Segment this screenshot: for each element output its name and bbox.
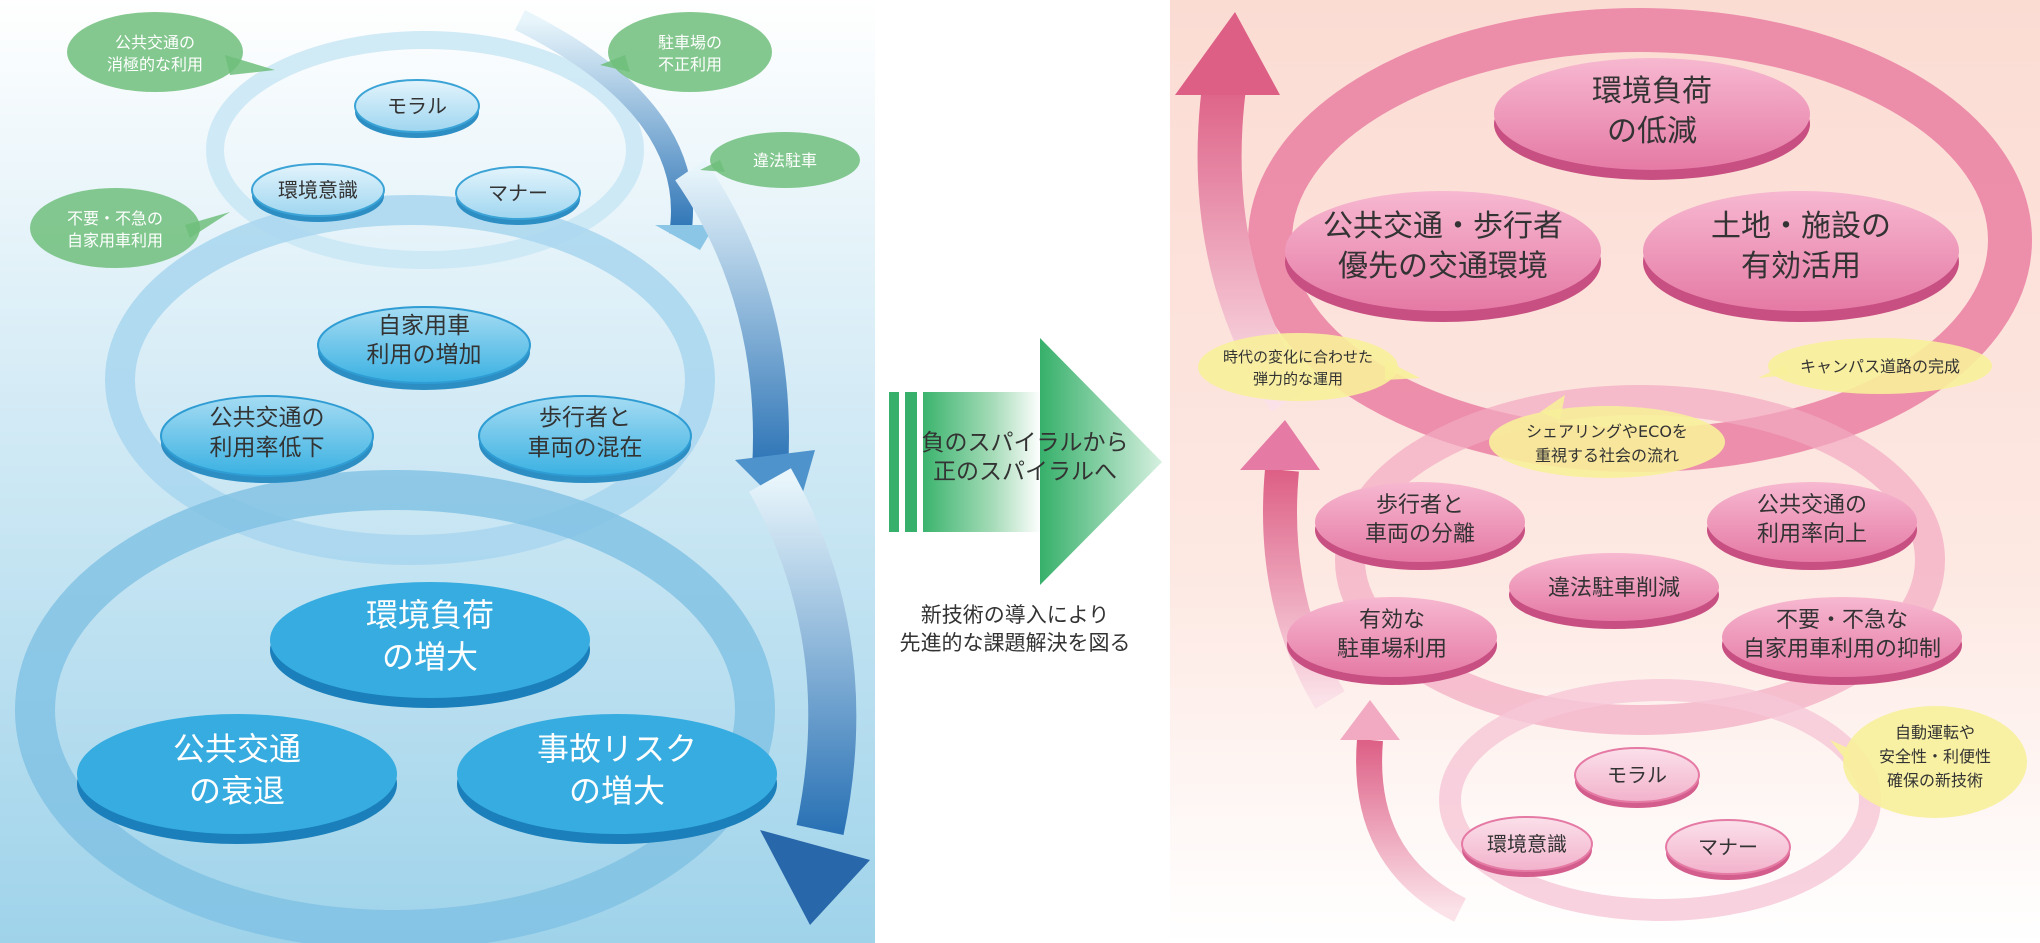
oval-separation-line2: 車両の分離: [1365, 522, 1475, 547]
callout-campus-road: キャンパス道路の完成: [1758, 338, 1992, 394]
spiral-arrow-bottom: [749, 468, 857, 835]
callout-passive-transit-line2: 消極的な利用: [107, 55, 203, 74]
oval-effective-parking-line2: 駐車場利用: [1337, 637, 1447, 662]
callout-unnecessary-car-line1: 不要・不急の: [67, 209, 163, 228]
transition-arrow-line2: 正のスパイラルへ: [933, 459, 1117, 485]
oval-mixed-line2: 車両の混在: [528, 435, 643, 461]
positive-arrowhead-middle: [1240, 420, 1320, 470]
bottom-spiral-ring: [15, 470, 775, 943]
oval-environment-negative: 環境意識: [251, 163, 385, 222]
oval-accident-line2: の増大: [569, 772, 665, 810]
spiral-arrowhead-bottom: [760, 830, 870, 925]
oval-moral-positive: モラル: [1574, 747, 1700, 808]
oval-moral-positive-text: モラル: [1607, 763, 1667, 787]
oval-mixed-line1: 歩行者と: [539, 405, 631, 431]
top-spiral-ring: [206, 31, 644, 269]
oval-land-use-line1: 土地・施設の: [1711, 209, 1891, 244]
oval-pedestrian-priority-line1: 公共交通・歩行者: [1323, 209, 1563, 244]
oval-accident-risk: 事故リスク の増大: [457, 714, 777, 844]
oval-moral-negative-text: モラル: [387, 94, 447, 118]
callout-illegal-parking-line1: 違法駐車: [753, 151, 817, 170]
oval-transit-decline-line2: 利用率低下: [210, 435, 325, 461]
oval-manner-positive: マナー: [1665, 819, 1791, 880]
transition-caption-line2: 先進的な課題解決を図る: [900, 631, 1131, 655]
callout-new-tech-line2: 安全性・利便性: [1879, 747, 1991, 766]
oval-land-use: 土地・施設の 有効活用: [1643, 191, 1959, 322]
oval-env-reduce-line1: 環境負荷: [1592, 74, 1712, 109]
callout-new-tech-line3: 確保の新技術: [1887, 771, 1983, 790]
oval-transit-recession-line1: 公共交通: [173, 730, 301, 768]
oval-car-increase-line1: 自家用車: [378, 313, 470, 339]
callout-illegal-parking-use: 駐車場の 不正利用: [600, 12, 772, 92]
oval-env-load-line2: の増大: [382, 638, 478, 676]
oval-env-load-increase: 環境負荷 の増大: [270, 582, 590, 708]
oval-transit-recession-line2: の衰退: [189, 772, 285, 810]
callout-flexible-line2: 弾力的な運用: [1253, 370, 1343, 388]
oval-transit-up-line2: 利用率向上: [1757, 522, 1867, 547]
callout-sharing-line2: 重視する社会の流れ: [1535, 446, 1679, 465]
oval-separation-line1: 歩行者と: [1376, 493, 1464, 518]
oval-environment-negative-text: 環境意識: [278, 178, 358, 202]
oval-car-increase-line2: 利用の増加: [367, 342, 482, 368]
positive-arrowhead-top: [1175, 12, 1280, 95]
oval-transit-decline-line1: 公共交通の: [210, 405, 325, 431]
oval-car-suppress-line1: 不要・不急な: [1776, 608, 1908, 633]
transition-arrow-line1: 負のスパイラルから: [922, 430, 1129, 456]
callout-flexible: 時代の変化に合わせた 弾力的な運用: [1198, 333, 1420, 401]
oval-moral-negative: モラル: [354, 79, 480, 138]
oval-car-suppress: 不要・不急な 自家用車利用の抑制: [1722, 597, 1962, 685]
oval-separation: 歩行者と 車両の分離: [1315, 482, 1525, 570]
oval-effective-parking-line1: 有効な: [1359, 608, 1425, 633]
callout-campus-road-line1: キャンパス道路の完成: [1800, 357, 1960, 376]
oval-effective-parking: 有効な 駐車場利用: [1287, 597, 1497, 685]
callout-flexible-line1: 時代の変化に合わせた: [1223, 348, 1373, 366]
oval-environment-positive: 環境意識: [1461, 816, 1593, 877]
oval-pedestrian-priority-line2: 優先の交通環境: [1338, 249, 1548, 284]
oval-transit-up-line1: 公共交通の: [1757, 493, 1867, 518]
positive-arrow-middle: [1263, 468, 1345, 709]
transition-caption-line1: 新技術の導入により: [921, 603, 1110, 627]
oval-pedestrian-priority: 公共交通・歩行者 優先の交通環境: [1285, 191, 1601, 322]
positive-arrowhead-bottom: [1340, 700, 1400, 740]
oval-env-reduce-line2: の低減: [1607, 114, 1697, 149]
positive-middle-ring: [1335, 385, 1945, 735]
callout-sharing: シェアリングやECOを 重視する社会の流れ: [1489, 395, 1725, 478]
oval-manner-negative-text: マナー: [488, 181, 548, 205]
oval-manner-positive-text: マナー: [1698, 835, 1758, 859]
callout-illegal-parking: 違法駐車: [700, 132, 860, 188]
spiral-arrowhead-top: [655, 225, 715, 250]
oval-transit-up: 公共交通の 利用率向上: [1707, 482, 1917, 570]
spiral-arrow-middle: [675, 159, 789, 472]
callout-passive-transit-line1: 公共交通の: [115, 33, 195, 52]
oval-env-load-line1: 環境負荷: [366, 596, 494, 634]
callout-passive-transit: 公共交通の 消極的な利用: [67, 12, 275, 92]
oval-car-suppress-line2: 自家用車利用の抑制: [1743, 637, 1941, 662]
callout-sharing-line1: シェアリングやECOを: [1526, 422, 1688, 441]
oval-env-reduce: 環境負荷 の低減: [1494, 58, 1810, 180]
callout-new-tech-line1: 自動運転や: [1895, 723, 1975, 742]
spiral-arrow-top: [515, 10, 693, 237]
oval-parking-reduce-text: 違法駐車削減: [1548, 576, 1680, 601]
callout-illegal-parking-use-line1: 駐車場の: [658, 33, 722, 52]
positive-arrow-bottom: [1356, 738, 1467, 922]
oval-mixed-traffic: 歩行者と 車両の混在: [478, 395, 692, 483]
oval-land-use-line2: 有効活用: [1741, 249, 1861, 284]
oval-transit-decline: 公共交通の 利用率低下: [160, 395, 374, 483]
callout-unnecessary-car-line2: 自家用車利用: [67, 231, 163, 250]
transition-arrow: 負のスパイラルから 正のスパイラルへ: [889, 338, 1162, 585]
oval-parking-reduce: 違法駐車削減: [1509, 553, 1719, 629]
oval-accident-line1: 事故リスク: [537, 730, 697, 768]
callout-new-tech: 自動運転や 安全性・利便性 確保の新技術: [1830, 706, 2027, 818]
oval-transit-recession: 公共交通 の衰退: [77, 714, 397, 844]
oval-car-increase: 自家用車 利用の増加: [317, 306, 531, 390]
middle-spiral-ring: [105, 195, 715, 565]
oval-manner-negative: マナー: [455, 166, 581, 225]
callout-illegal-parking-use-line2: 不正利用: [658, 55, 722, 74]
oval-environment-positive-text: 環境意識: [1487, 832, 1567, 856]
callout-unnecessary-car: 不要・不急の 自家用車利用: [30, 188, 230, 268]
